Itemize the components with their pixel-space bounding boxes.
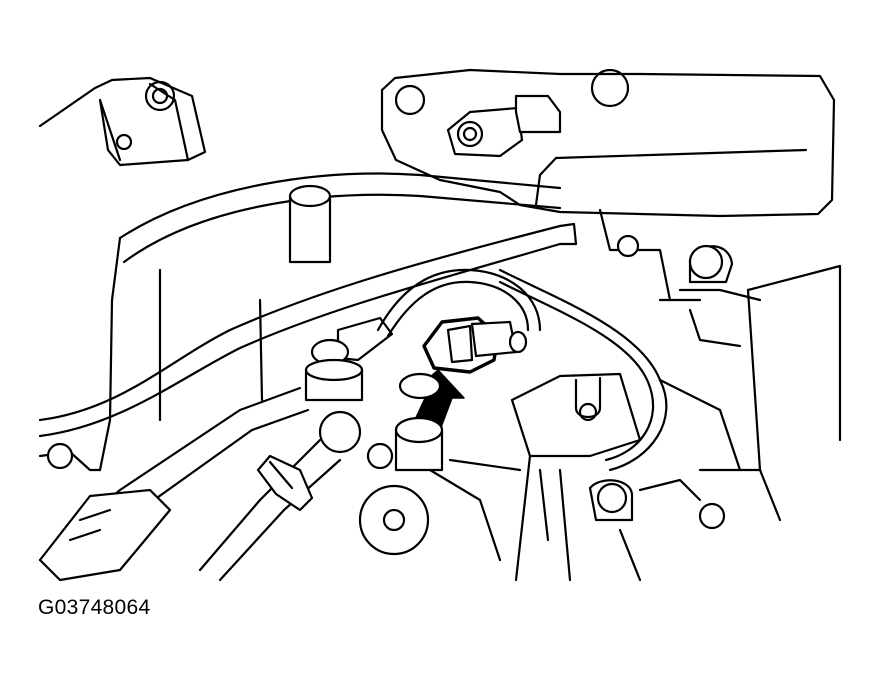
engine-cover <box>380 68 836 218</box>
sensor-body <box>394 372 444 472</box>
lower-right-fittings <box>538 468 702 582</box>
sensor-harness-wire <box>376 268 668 472</box>
vertical-post <box>288 184 332 264</box>
right-engine-parts <box>598 208 842 530</box>
tube-clip <box>256 454 314 512</box>
right-bracket-plate <box>510 372 642 582</box>
sensor-connector <box>422 316 528 374</box>
cover-bracket <box>446 94 562 158</box>
lower-left-fitting <box>38 442 172 582</box>
elbow-fitting <box>304 316 394 402</box>
bottom-center-fittings <box>318 410 522 562</box>
upper-left-bracket <box>38 76 207 167</box>
fuel-line-upper <box>38 172 578 438</box>
figure-id: G03748064 <box>38 596 151 619</box>
